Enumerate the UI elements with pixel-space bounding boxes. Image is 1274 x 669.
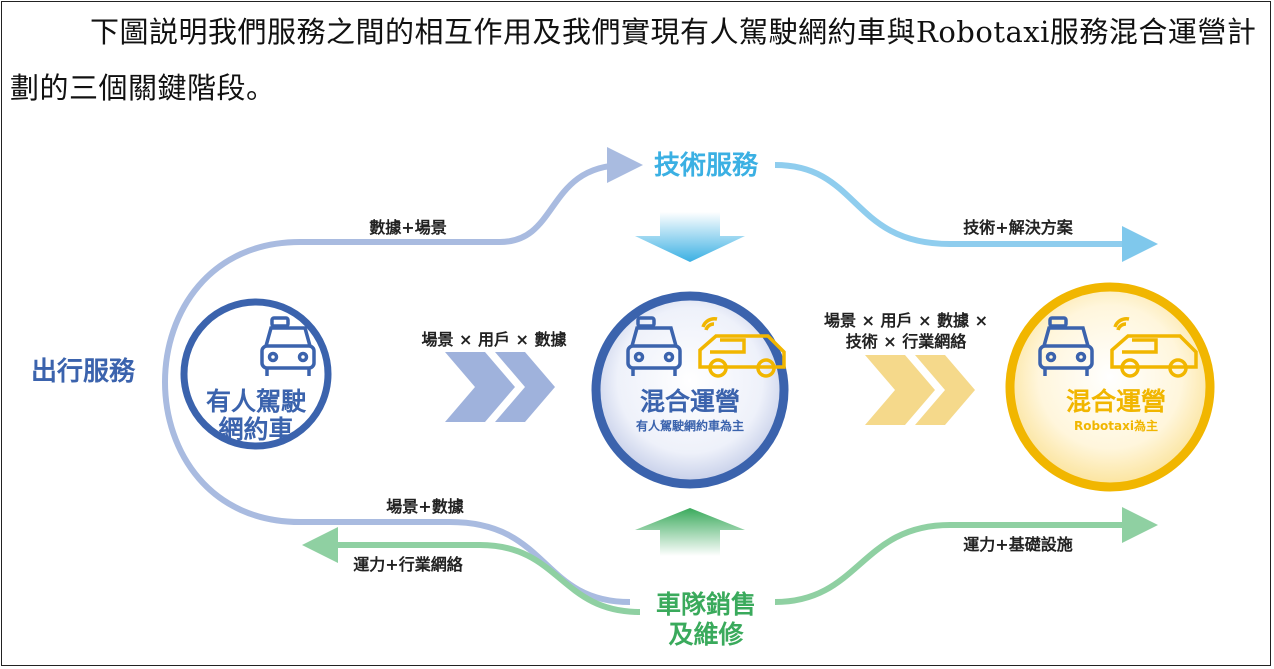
robotaxi-icon — [698, 316, 786, 378]
arrow-bottom-left — [302, 527, 641, 615]
robotaxi-icon — [1110, 316, 1198, 378]
up-arrow — [635, 508, 745, 556]
arrow-top-left — [162, 147, 643, 605]
bottom-node-label-1: 車隊銷售 — [656, 590, 756, 619]
taxi-icon — [1038, 316, 1094, 376]
stage2-subtitle: 有人駕駛網約車為主 — [636, 418, 744, 433]
label-bottom-right: 運力+基礎設施 — [963, 535, 1072, 554]
label-bottom-left-upper: 場景+數據 — [386, 497, 464, 516]
stage1-title-2: 網約車 — [218, 415, 293, 444]
intro-paragraph: 下圖説明我們服務之間的相互作用及我們實現有人駕駛網約車與Robotaxi服務混合… — [10, 15, 1257, 105]
chevrons-yellow — [865, 355, 975, 425]
bottom-node-label-2: 及維修 — [668, 620, 744, 649]
flow-2-to-3-label-2: 技術 × 行業網絡 — [846, 332, 968, 351]
label-top-left: 數據+場景 — [369, 218, 446, 237]
left-node-label: 出行服務 — [31, 356, 136, 387]
chevrons-blue — [445, 352, 555, 422]
stage3-subtitle: Robotaxi為主 — [1074, 418, 1158, 433]
arrow-top-right — [774, 162, 1158, 262]
stage2-title: 混合運營 — [640, 387, 740, 416]
stage2-circle — [591, 291, 789, 489]
down-arrow — [635, 212, 745, 262]
flow-2-to-3-label-1: 場景 × 用戶 × 數據 × — [824, 311, 988, 330]
flow-1-to-2-label: 場景 × 用戶 × 數據 — [421, 330, 567, 349]
stage3-title: 混合運營 — [1066, 387, 1166, 416]
taxi-icon — [260, 316, 316, 376]
stage1-title-1: 有人駕駛 — [206, 387, 307, 416]
stage1-circle — [180, 298, 332, 450]
top-node-label: 技術服務 — [654, 151, 759, 181]
taxi-icon — [626, 316, 682, 376]
arrow-bottom-right — [774, 507, 1158, 605]
label-top-right: 技術+解決方案 — [963, 218, 1073, 237]
label-bottom-left-lower: 運力+行業網絡 — [353, 555, 463, 574]
